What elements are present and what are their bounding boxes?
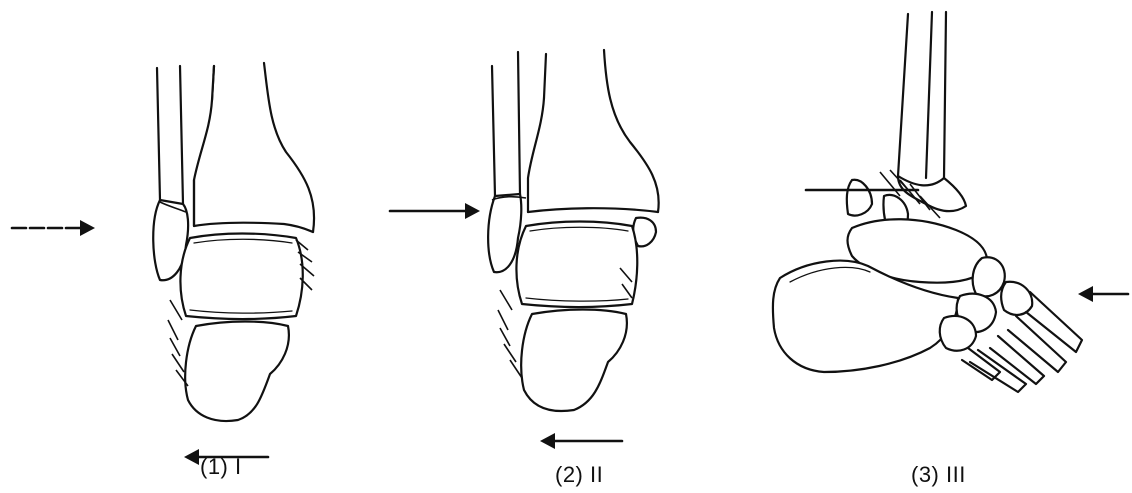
panel-2-caption: (2) II: [555, 462, 603, 488]
panel-3-lateral-arrow: [1078, 286, 1128, 302]
panel-1-medial-arrow: [12, 220, 95, 236]
panel-1-caption: (1) I: [200, 454, 242, 480]
panel-3-leg-bones: [847, 12, 966, 240]
panel-2-drawing: [390, 50, 659, 449]
panel-2-tibia: [528, 50, 659, 246]
panel-3-caption: (3) III: [911, 462, 966, 488]
panel-1-fibula: [153, 66, 188, 280]
panel-2-bottom-arrow: [540, 433, 622, 449]
panel-1-drawing: [12, 63, 314, 465]
panel-1-talus: [180, 234, 314, 320]
panel-1-tibia: [194, 63, 314, 232]
panel-3-drawing: [773, 12, 1128, 392]
panel-2-talus: [516, 222, 637, 308]
panel-2-medial-arrow: [390, 203, 480, 219]
